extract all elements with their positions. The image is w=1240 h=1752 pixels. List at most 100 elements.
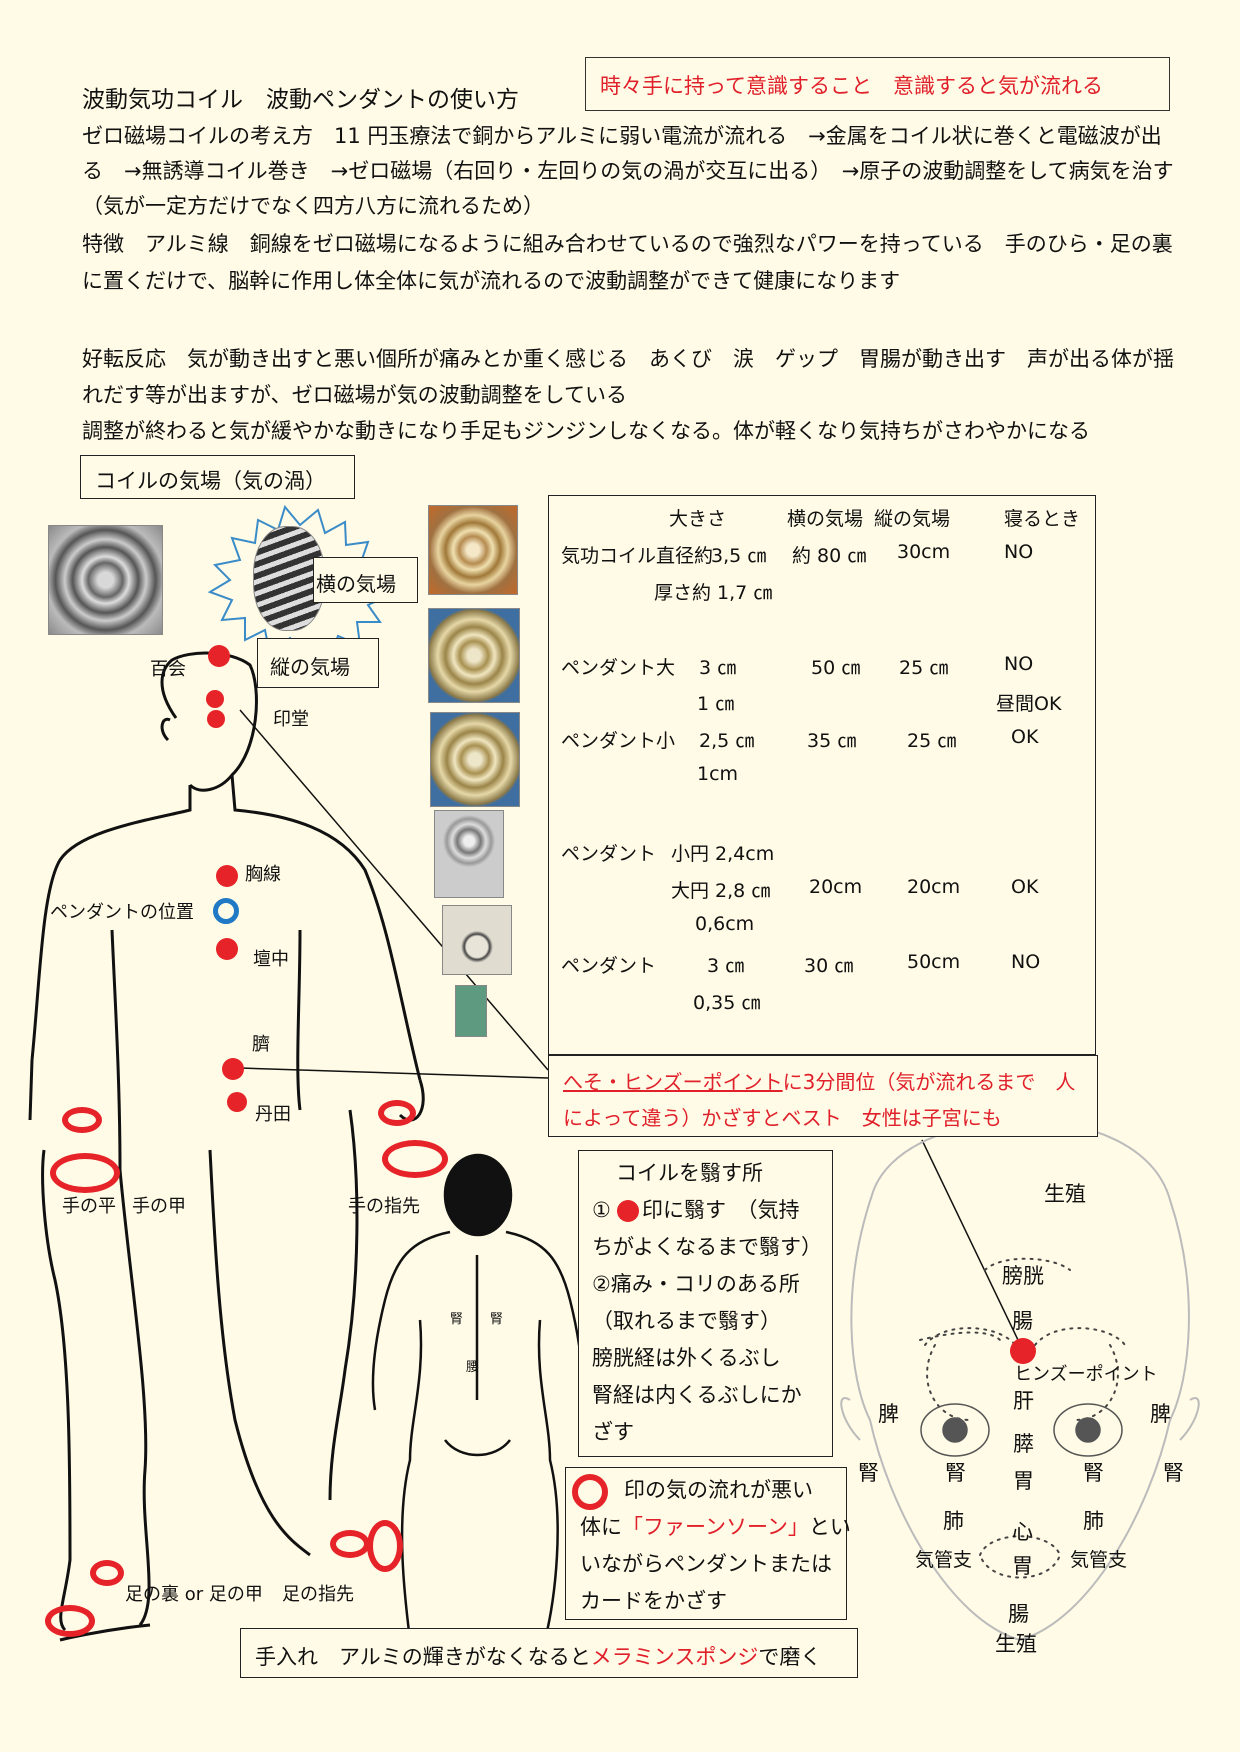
tanden-label: 丹田 — [255, 1104, 291, 1125]
foot-ring-large — [45, 1605, 95, 1637]
table-cell: 3 ㎝ — [699, 657, 737, 679]
face-bladder-label: 膀胱 — [1002, 1264, 1044, 1288]
table-cell: NO — [1004, 541, 1034, 563]
page-title: 波動気功コイル 波動ペンダントの使い方 — [82, 87, 519, 113]
face-stomach-label: 胃 — [1013, 1469, 1034, 1493]
ring-panel-text: とい — [808, 1515, 851, 1539]
pendant-photo-6 — [455, 985, 487, 1037]
care-text-c: で磨く — [758, 1645, 822, 1669]
table-cell: 35 ㎝ — [807, 730, 857, 752]
hinzu-note-line1: へそ・ヒンズーポイントに3分間位（気が流れるまで 人 — [563, 1066, 1075, 1095]
table-cell: OK — [1011, 726, 1039, 748]
table-cell: 0,6cm — [695, 913, 755, 935]
vertical-field-label: 縦の気場 — [270, 655, 350, 679]
fingertip-ring-large — [382, 1140, 448, 1178]
table-cell: 2,5 ㎝ — [699, 730, 755, 752]
pendant-photo-1 — [428, 505, 518, 595]
section-label: コイルの気場（気の渦） — [95, 469, 326, 493]
back-waist: 腰 — [466, 1360, 480, 1375]
reaction-line: れだす等が出ますが、ゼロ磁場が気の波動調整をしている — [82, 383, 627, 407]
back-hand-label: 手の甲 — [132, 1196, 186, 1217]
face-bronchus-right: 気管支 — [1070, 1549, 1128, 1571]
table-cell: 3 ㎝ — [707, 955, 745, 977]
face-bronchus-left: 気管支 — [915, 1549, 973, 1571]
foot-label: 足の裏 or 足の甲 — [125, 1584, 263, 1605]
hold-panel-title: コイルを翳す所 — [616, 1161, 763, 1185]
face-heart-label: 心 — [1012, 1520, 1033, 1544]
intro-line: （気が一定方だけでなく四方八方に流れるため） — [82, 194, 544, 218]
face-kidney-inner-left: 腎 — [945, 1461, 966, 1485]
face-lung-right: 肺 — [1083, 1509, 1104, 1533]
table-cell: 50 ㎝ — [811, 657, 861, 679]
hinzu-note-box: へそ・ヒンズーポイントに3分間位（気が流れるまで 人 によって違う）かざすとベス… — [548, 1055, 1098, 1137]
care-text-a: 手入れ アルミの輝きがなくなると — [255, 1645, 591, 1669]
table-cell: 約 80 ㎝ — [792, 545, 867, 567]
banner-text: 時々手に持って意識すること 意識すると気が流れる — [600, 74, 1103, 98]
hold-panel-dot — [617, 1200, 639, 1222]
intro-line: に置くだけで、脳幹に作用し体全体に気が流れるので波動調整ができて健康になります — [82, 269, 901, 293]
table-cell: ペンダント — [561, 955, 657, 977]
intro-line: 特徴 アルミ線 銅線をゼロ磁場になるように組み合わせているので強烈なパワーを持っ… — [82, 232, 1173, 256]
face-bottom-label: 生殖 — [995, 1632, 1037, 1656]
hinzu-note-line2: によって違う）かざすとベスト 女性は子宮にも — [563, 1106, 1002, 1130]
ring-panel-text: 体に — [580, 1515, 622, 1539]
coil-photo-spiral — [48, 525, 163, 635]
ring-panel-line2: 体に「ファーンソーン」とい — [580, 1509, 851, 1546]
kyosen-label: 胸線 — [245, 864, 281, 885]
reaction-line: 好転反応 気が動き出すと悪い個所が痛みとか重く感じる あくび 涙 ゲップ 胃腸が… — [82, 347, 1174, 371]
table-cell: 50cm — [907, 951, 961, 973]
hold-panel-line: ざす — [592, 1420, 634, 1444]
hold-panel-line: 膀胱経は外くるぶし — [592, 1346, 781, 1370]
intro-line: ゼロ磁場コイルの考え方 11 円玉療法で銅からアルミに弱い電流が流れる →金属を… — [82, 124, 1162, 148]
tanden-point — [227, 1092, 247, 1112]
ring-panel-icon — [572, 1474, 608, 1510]
ring-panel-line: いながらペンダントまたは — [580, 1552, 832, 1576]
hyakue-point — [208, 645, 230, 667]
face-kidney-outer-left: 腎 — [858, 1461, 879, 1485]
face-kidney-outer-right: 腎 — [1163, 1461, 1184, 1485]
pendant-photo-4 — [434, 810, 504, 898]
horizontal-field-box: 横の気場 — [313, 557, 418, 603]
spec-table: 大きさ 横の気場 縦の気場 寝るとき 気功コイル直径約 3,5 ㎝ 厚さ約 1,… — [548, 495, 1096, 1055]
back-kidney-left: 腎 — [450, 1312, 464, 1327]
table-cell: 大円 2,8 ㎝ — [671, 880, 771, 902]
table-cell: ペンダント小 — [561, 730, 676, 752]
hold-panel-line: ②痛み・コリのある所 — [592, 1272, 800, 1296]
table-cell: 1cm — [697, 763, 739, 785]
indo-point-upper — [206, 690, 224, 708]
table-cell: 3,5 ㎝ — [711, 545, 767, 567]
table-cell: 気功コイル直径約 — [561, 545, 714, 567]
table-cell: 20cm — [809, 876, 863, 898]
face-lung-left: 肺 — [943, 1509, 964, 1533]
table-cell: NO — [1004, 653, 1034, 675]
face-hinzu-point — [1010, 1338, 1036, 1364]
vertical-field-box: 縦の気場 — [257, 638, 379, 688]
foot-ring-small — [90, 1560, 124, 1586]
indo-label: 印堂 — [273, 709, 309, 730]
table-cell: 25 ㎝ — [899, 657, 949, 679]
hold-panel-line: （取れるまで翳す） — [592, 1309, 781, 1333]
pendant-position-label: ペンダントの位置 — [50, 902, 194, 923]
table-cell: 30 ㎝ — [804, 955, 854, 977]
banner-box: 時々手に持って意識すること 意識すると気が流れる — [585, 57, 1170, 111]
face-spleen-right: 脾 — [1150, 1402, 1171, 1426]
table-cell: 20cm — [907, 876, 961, 898]
pendant-position-ring — [213, 898, 239, 924]
fern-sorn-phrase: 「ファーンソーン」 — [622, 1515, 809, 1539]
table-cell: ペンダント — [561, 843, 657, 865]
table-cell: 30cm — [897, 541, 951, 563]
hinzu-point-link[interactable]: へそ・ヒンズーポイント — [563, 1070, 783, 1094]
back-kidney-right: 腎 — [490, 1312, 504, 1327]
hold-panel-line: ちがよくなるまで翳す） — [592, 1235, 822, 1259]
table-cell: 昼間OK — [996, 693, 1062, 715]
care-box: 手入れ アルミの輝きがなくなるとメラミンスポンジで磨く — [240, 1628, 858, 1678]
table-cell: 小円 2,4cm — [671, 843, 775, 865]
section-label-box: コイルの気場（気の渦） — [80, 455, 355, 499]
reaction-line: 調整が終わると気が緩やかな動きになり手足もジンジンしなくなる。体が軽くなり気持ち… — [82, 419, 1090, 443]
care-text: 手入れ アルミの輝きがなくなるとメラミンスポンジで磨く — [255, 1641, 821, 1671]
indo-point — [207, 710, 225, 728]
table-cell: 25 ㎝ — [907, 730, 957, 752]
heso-label: 臍 — [252, 1034, 270, 1055]
face-intestine-label: 腸 — [1012, 1309, 1033, 1333]
face-stomach2-label: 胃 — [1012, 1554, 1033, 1578]
